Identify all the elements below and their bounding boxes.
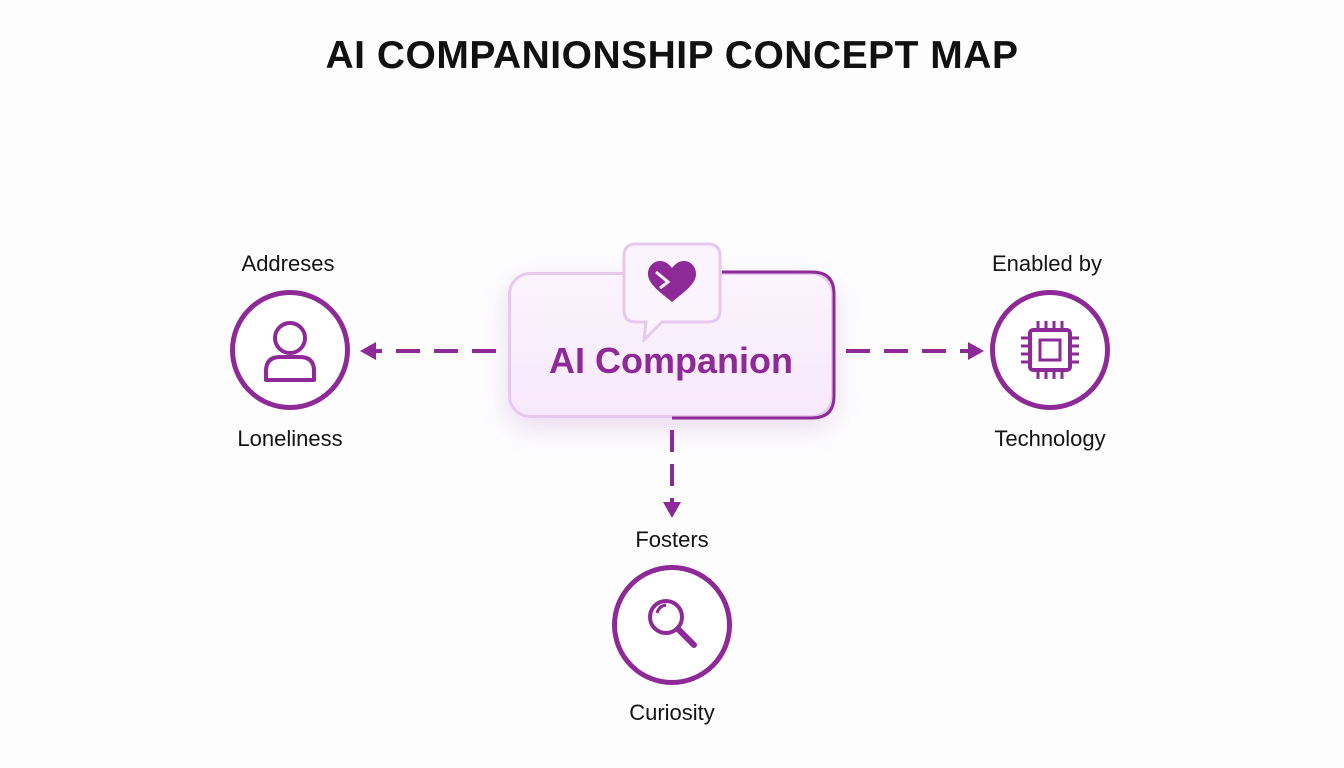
concept-label-bottom: Curiosity [629,700,715,725]
chip-icon [1021,321,1079,379]
arrowhead-left [360,342,376,360]
node-technology [990,290,1110,410]
relation-label-right: Enabled by [991,251,1103,276]
center-node-label: AI Companion [549,340,793,381]
arrowhead-down [663,502,681,518]
node-loneliness [230,290,350,410]
node-curiosity [612,565,732,685]
person-icon [264,321,316,382]
heart-speech-bubble-icon [620,242,724,345]
concept-label-left: Loneliness [237,426,343,451]
relation-label-left: Addreses [241,251,335,276]
diagram-title: AI COMPANIONSHIP CONCEPT MAP [325,34,1019,77]
magnifier-icon [648,599,697,648]
relation-label-bottom: Fosters [635,527,709,552]
concept-label-right: Technology [994,426,1106,451]
arrowhead-right [968,342,984,360]
